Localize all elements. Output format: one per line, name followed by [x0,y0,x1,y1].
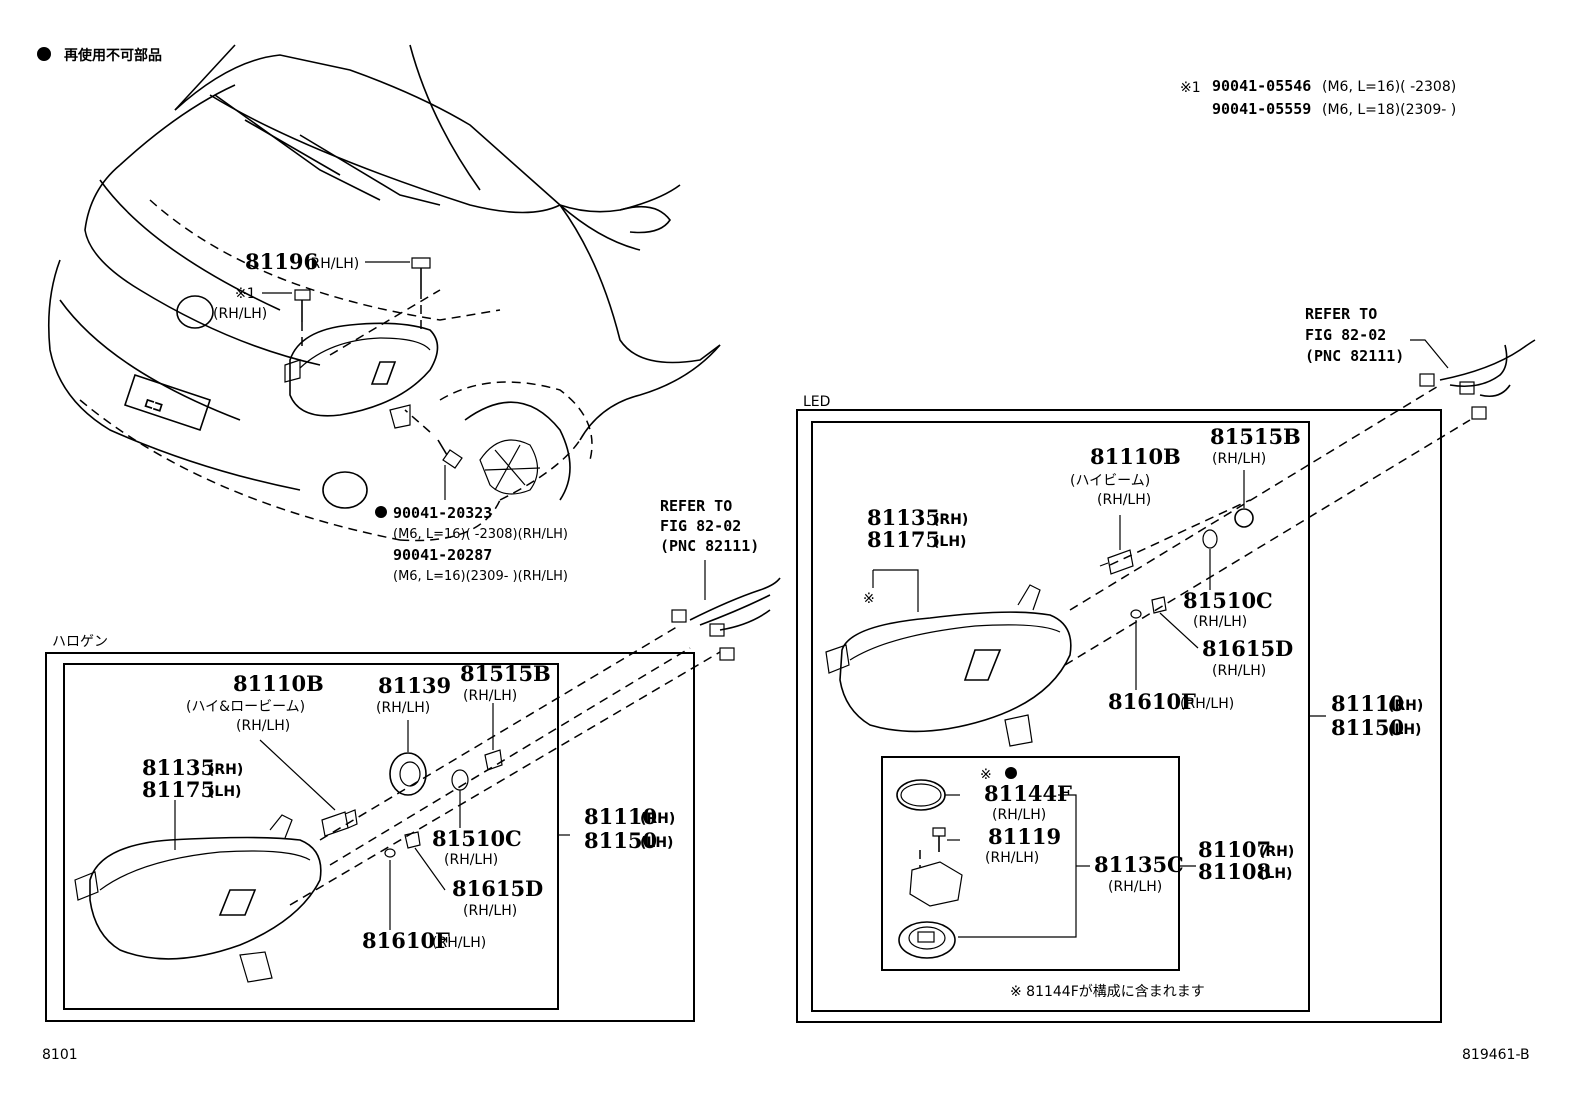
refer-to-right: REFER TO FIG 82-02 (PNC 82111) [1305,305,1536,420]
halogen-part-81175: 81175 [142,777,215,802]
halogen-part-81135: 81135 [142,755,215,780]
led-part-81610F-side: (RH/LH) [1180,696,1234,712]
note-part-2: 90041-05559 [1212,100,1311,118]
led-part-81144F-side: (RH/LH) [992,807,1046,823]
non-reusable-bullet-icon [37,47,51,61]
halogen-part-81110-side: (RH) [640,811,675,827]
led-part-81144F: 81144F [984,781,1072,806]
refer-left-l1: REFER TO [660,497,732,515]
halogen-part-81139: 81139 [378,673,451,698]
part-81196: 81196 [245,249,318,274]
halogen-part-81610F: 81610F [362,928,450,953]
halogen-part-81135-side: (RH) [208,762,243,778]
refer-right-l2: FIG 82-02 [1305,326,1386,344]
halogen-part-81510C: 81510C [432,826,522,851]
led-part-81515B: 81515B [1210,424,1301,449]
led-part-81615D-side: (RH/LH) [1212,663,1266,679]
led-part-81144F-mark: ※ [980,767,992,783]
led-part-81108-side: (LH) [1259,866,1292,882]
led-footnote: ※ 81144Fが構成に含まれます [1010,984,1205,1000]
part-81196-side: (RH/LH) [305,256,359,272]
note-spec-1: (M6, L=16)( -2308) [1322,79,1456,95]
led-part-81110-side: (RH) [1388,698,1423,714]
bolt-90041-20323: 90041-20323 [393,504,492,522]
led-part-81110B: 81110B [1090,444,1181,469]
halogen-part-81110B-desc: (ハイ&ロービーム) [186,699,305,715]
halogen-part-81515B-side: (RH/LH) [463,688,517,704]
refer-left-l2: FIG 82-02 [660,517,741,535]
legend-text: 再使用不可部品 [64,47,162,64]
note-spec-2: (M6, L=18)(2309- ) [1322,102,1456,118]
note-mark-1: ※1 [235,286,256,302]
halogen-part-81150-side: (LH) [640,835,673,851]
led-part-81610F: 81610F [1108,689,1196,714]
note-part-1: 90041-05546 [1212,77,1311,95]
led-section: LED 81110B (ハイビーム) (RH/ [796,384,1471,1023]
led-part-81515B-side: (RH/LH) [1212,451,1266,467]
led-part-81135C: 81135C [1094,852,1184,877]
svg-text:⊏⊐: ⊏⊐ [142,394,165,417]
non-reusable-bullet-icon [375,506,387,518]
footer-right: 819461-B [1462,1047,1530,1063]
led-part-81175-side: (LH) [933,534,966,550]
led-part-81175: 81175 [867,527,940,552]
led-part-81107: 81107 [1198,837,1271,862]
mark-1-side: (RH/LH) [213,306,267,322]
halogen-part-81139-side: (RH/LH) [376,700,430,716]
halogen-part-81175-side: (LH) [208,784,241,800]
led-part-81510C: 81510C [1183,588,1273,613]
halogen-part-81110: 81110 [584,804,657,829]
halogen-part-81150: 81150 [584,828,657,853]
led-part-81108: 81108 [1198,859,1271,884]
bolt-note: ※1 90041-05546 (M6, L=16)( -2308) 90041-… [1180,77,1456,118]
halogen-part-81510C-side: (RH/LH) [444,852,498,868]
led-part-81110B-side: (RH/LH) [1097,492,1151,508]
halogen-section: ハロゲン 8 [45,624,721,1022]
led-part-81110: 81110 [1331,691,1404,716]
led-part-81615D: 81615D [1202,636,1293,661]
led-part-81110B-desc: (ハイビーム) [1070,473,1150,489]
halogen-part-81615D-side: (RH/LH) [463,903,517,919]
led-mark: ※ [863,591,875,607]
halogen-part-81110B-side: (RH/LH) [236,718,290,734]
led-part-81150-side: (LH) [1388,722,1421,738]
refer-left-l3: (PNC 82111) [660,537,759,555]
refer-right-l1: REFER TO [1305,305,1377,323]
halogen-part-81610F-side: (RH/LH) [432,935,486,951]
refer-to-left: REFER TO FIG 82-02 (PNC 82111) [660,497,781,661]
legend: 再使用不可部品 [37,47,162,64]
bolt-90041-20287: 90041-20287 [393,546,492,564]
bolt-90041-20323-spec: (M6, L=16)( -2308)(RH/LH) [393,527,568,542]
led-part-81135-side: (RH) [933,512,968,528]
halogen-title: ハロゲン [52,634,108,650]
led-part-81150: 81150 [1331,715,1404,740]
led-part-81119: 81119 [988,824,1061,849]
led-part-81510C-side: (RH/LH) [1193,614,1247,630]
led-title: LED [803,394,830,410]
refer-right-l3: (PNC 82111) [1305,347,1404,365]
bolt-90041-20287-spec: (M6, L=16)(2309- )(RH/LH) [393,569,568,584]
footer-left: 8101 [42,1047,78,1063]
vehicle-callouts: 81196 (RH/LH) ※1 (RH/LH) 90041-20323 (M6… [213,249,568,584]
led-part-81135: 81135 [867,505,940,530]
halogen-part-81110B: 81110B [233,671,324,696]
halogen-part-81615D: 81615D [452,876,543,901]
vehicle-front-illustration: ⊏⊐ [48,44,721,542]
halogen-part-81515B: 81515B [460,661,551,686]
non-reusable-bullet-icon [1005,767,1017,779]
led-part-81107-side: (RH) [1259,844,1294,860]
note-mark: ※1 [1180,80,1201,96]
led-part-81119-side: (RH/LH) [985,850,1039,866]
led-part-81135C-side: (RH/LH) [1108,879,1162,895]
